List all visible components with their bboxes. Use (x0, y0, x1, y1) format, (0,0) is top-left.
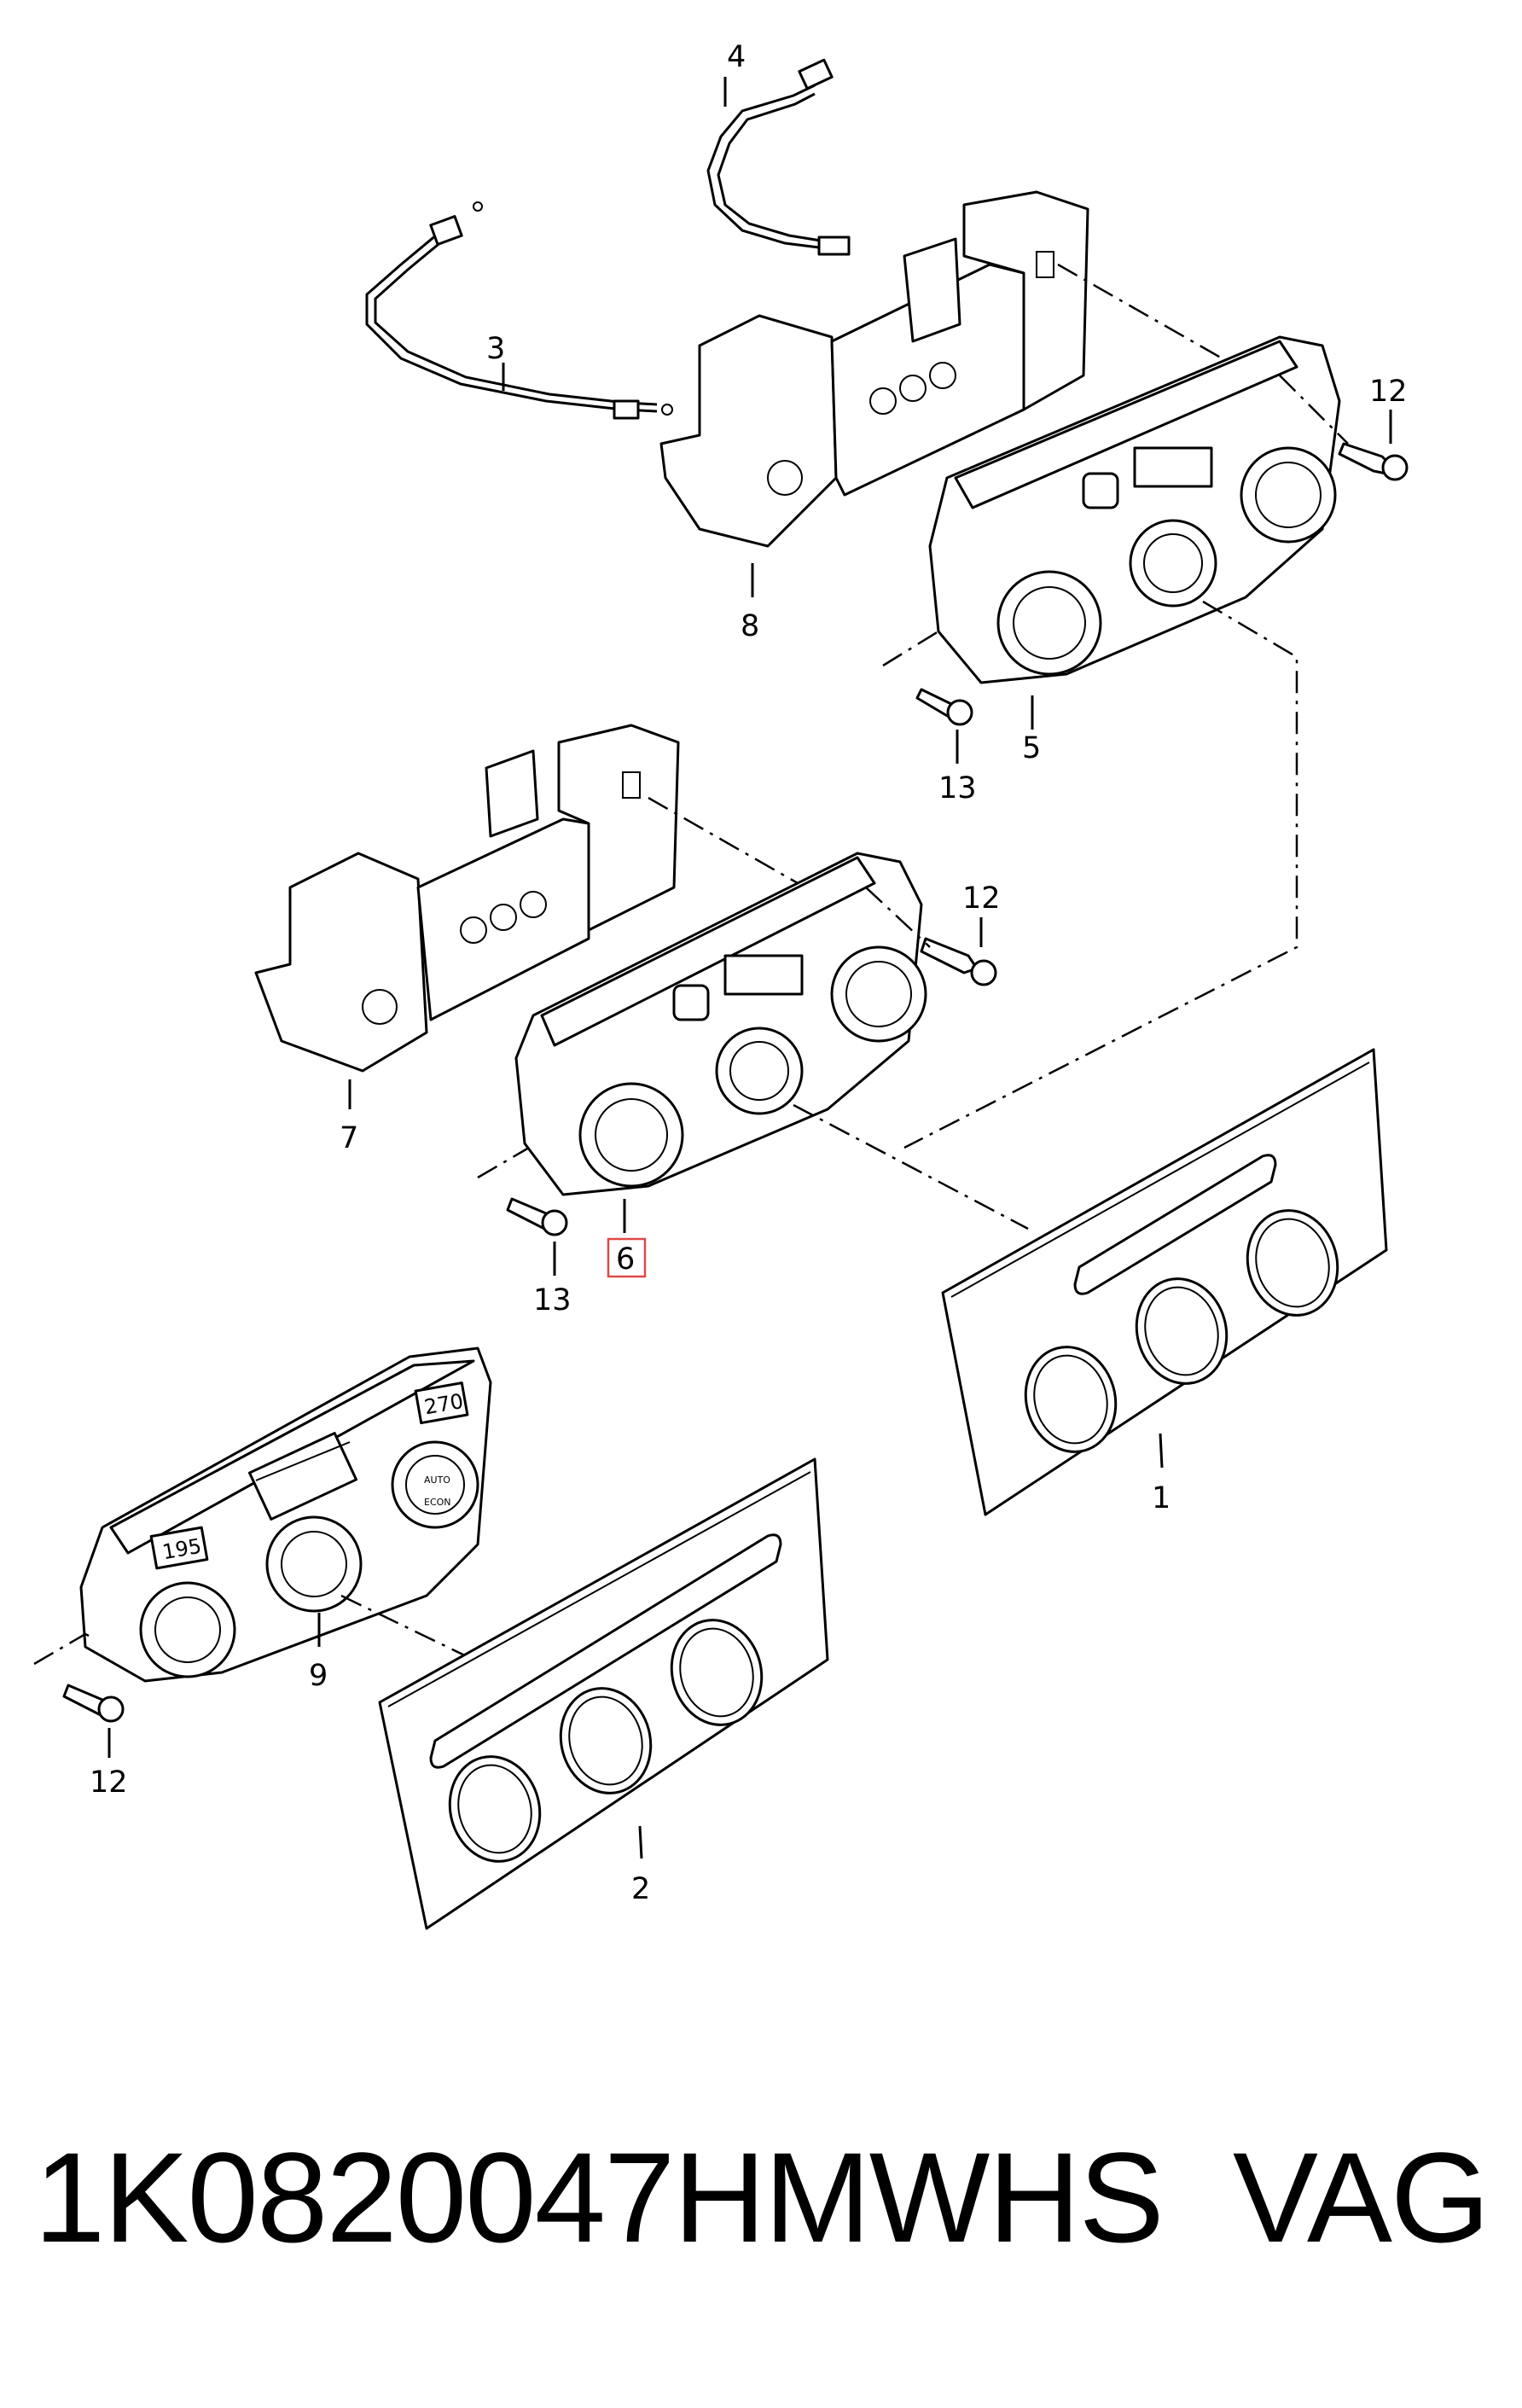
callout-2: 2 (631, 1872, 650, 1906)
callout-3: 3 (486, 332, 505, 366)
auto-label: AUTO (424, 1474, 450, 1486)
callout-6: 6 (616, 1242, 635, 1277)
assembly-line (1057, 263, 1238, 369)
callout-5: 5 (1022, 731, 1041, 765)
callout-12-bottom: 12 (90, 1765, 128, 1800)
screw-13-top (882, 630, 973, 764)
callout-7: 7 (340, 1121, 358, 1155)
screw-12-top (1338, 410, 1409, 481)
part-2-trim-panel (378, 1457, 829, 1930)
callout-6-highlight (607, 1237, 647, 1278)
assembly-line (903, 600, 1298, 1149)
econ-label: ECON (424, 1497, 451, 1508)
assembly-line (865, 887, 931, 948)
part-6-control-unit (514, 852, 927, 1233)
assembly-line (1279, 375, 1349, 445)
part-5-control-unit (928, 335, 1341, 730)
callout-12-top: 12 (1369, 375, 1408, 409)
callout-8: 8 (741, 609, 759, 643)
callout-9: 9 (309, 1659, 328, 1693)
part-7-bracket (254, 724, 680, 1109)
assembly-line (340, 1594, 474, 1661)
screw-12-middle (920, 917, 997, 986)
callout-1: 1 (1152, 1481, 1171, 1515)
part-3-cable (365, 201, 673, 420)
screw-13-middle (477, 1146, 568, 1276)
assembly-line (793, 1103, 1029, 1230)
callout-12-middle: 12 (962, 881, 1001, 916)
part-9-climatronic-unit: 195 270 AUTO ECON (79, 1347, 492, 1683)
brand-text: VAG (1233, 2126, 1490, 2269)
callout-13-middle: 13 (533, 1283, 572, 1317)
screw-12-bottom (33, 1632, 125, 1758)
callout-4: 4 (727, 40, 746, 74)
part-number-text: 1K0820047HMWHS (34, 2126, 1165, 2269)
part-1-trim-panel (941, 1048, 1388, 1516)
exploded-parts-diagram: 4 3 8 5 (33, 40, 1409, 1930)
part-4-cable (706, 58, 851, 256)
callout-13-top: 13 (938, 771, 977, 806)
part-8-bracket (659, 190, 1089, 597)
